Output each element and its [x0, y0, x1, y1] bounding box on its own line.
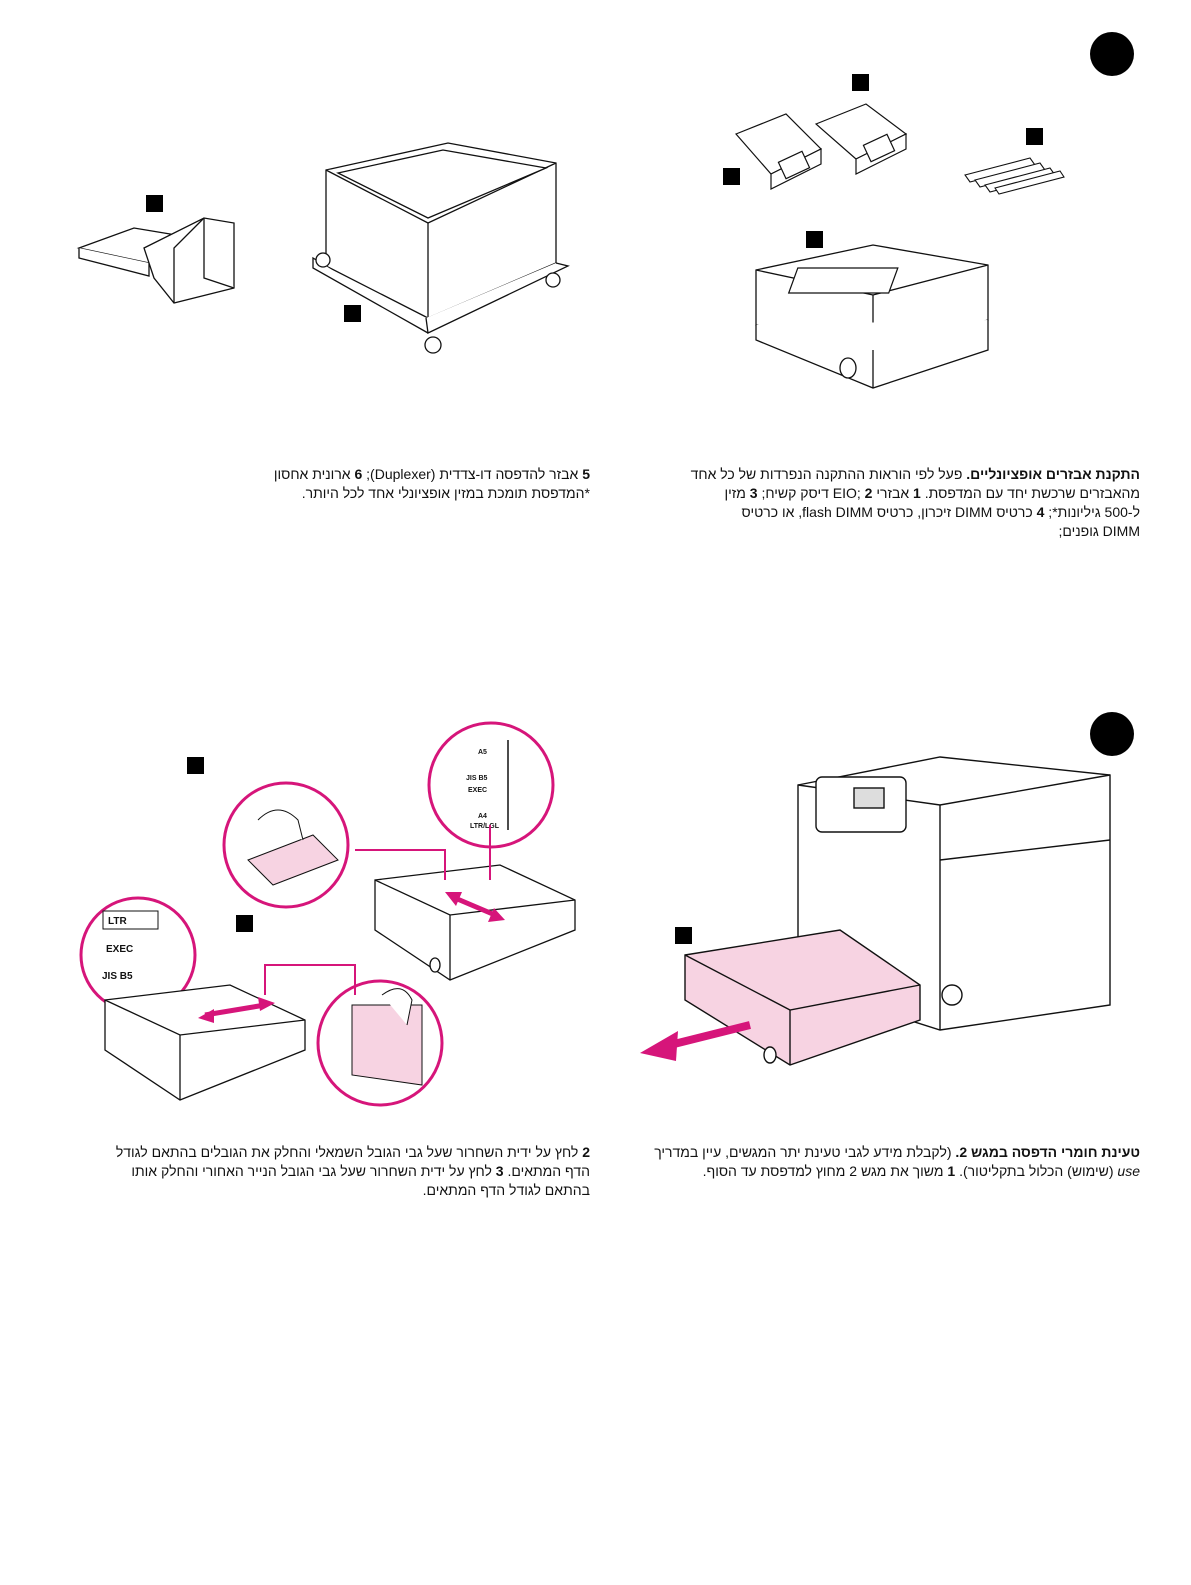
step-1-marker	[1090, 32, 1134, 76]
size-label-a4: A4	[478, 813, 487, 820]
printer-illustration	[640, 756, 1111, 1066]
eio-cards-illustration	[734, 103, 908, 190]
callout-rear-guide	[236, 915, 253, 932]
callout-feeder	[806, 231, 823, 248]
size-label-a5: A5	[478, 749, 487, 756]
feeder-illustration	[755, 244, 989, 389]
step2-caption-left: 2 לחץ על ידית השחרור שעל גבי הגובל השמאל…	[115, 1144, 590, 1198]
release-lever-magnifier	[222, 781, 350, 909]
side-label-exec: EXEC	[106, 944, 133, 955]
tray-lower-illustration	[104, 984, 306, 1101]
side-label-ltr: LTR	[108, 916, 127, 927]
callout-duplexer	[146, 195, 163, 212]
step1-heading: התקנת אבזרים אופציונליים.	[966, 466, 1140, 482]
size-label-exec: EXEC	[468, 787, 487, 794]
rear-connector-line	[264, 964, 356, 995]
callout-cabinet	[344, 305, 361, 322]
size-label-ltrlgl: LTR/LGL	[470, 823, 500, 830]
step2-caption-right: טעינת חומרי הדפסה במגש 2. (לקבלת מידע לג…	[654, 1144, 1140, 1179]
callout-side-guide	[187, 757, 204, 774]
storage-cabinet-illustration	[312, 142, 570, 354]
step-2-marker	[1090, 712, 1134, 756]
duplexer-illustration	[76, 217, 235, 304]
connector-lines	[355, 825, 491, 880]
step2-heading: טעינת חומרי הדפסה במגש 2.	[955, 1144, 1140, 1160]
callout-dimm	[1026, 128, 1043, 145]
step1-caption-left: 5 אבזר להדפסה דו-צדדית (Duplexer); 6 ארו…	[273, 466, 590, 501]
tray-upper-illustration	[374, 864, 576, 981]
callout-eio-2	[723, 168, 740, 185]
rear-guide-magnifier	[316, 979, 444, 1107]
dimm-illustration	[964, 157, 1065, 195]
callout-eio	[852, 74, 869, 91]
step1-caption-right: התקנת אבזרים אופציונליים. פעל לפי הוראות…	[690, 466, 1140, 539]
side-label-jisb5: JIS B5	[102, 971, 133, 982]
side-label-magnifier: LTR EXEC JIS B5	[79, 896, 197, 1014]
callout-pull-tray	[675, 927, 692, 944]
size-label-jisb5: JIS B5	[466, 775, 488, 782]
